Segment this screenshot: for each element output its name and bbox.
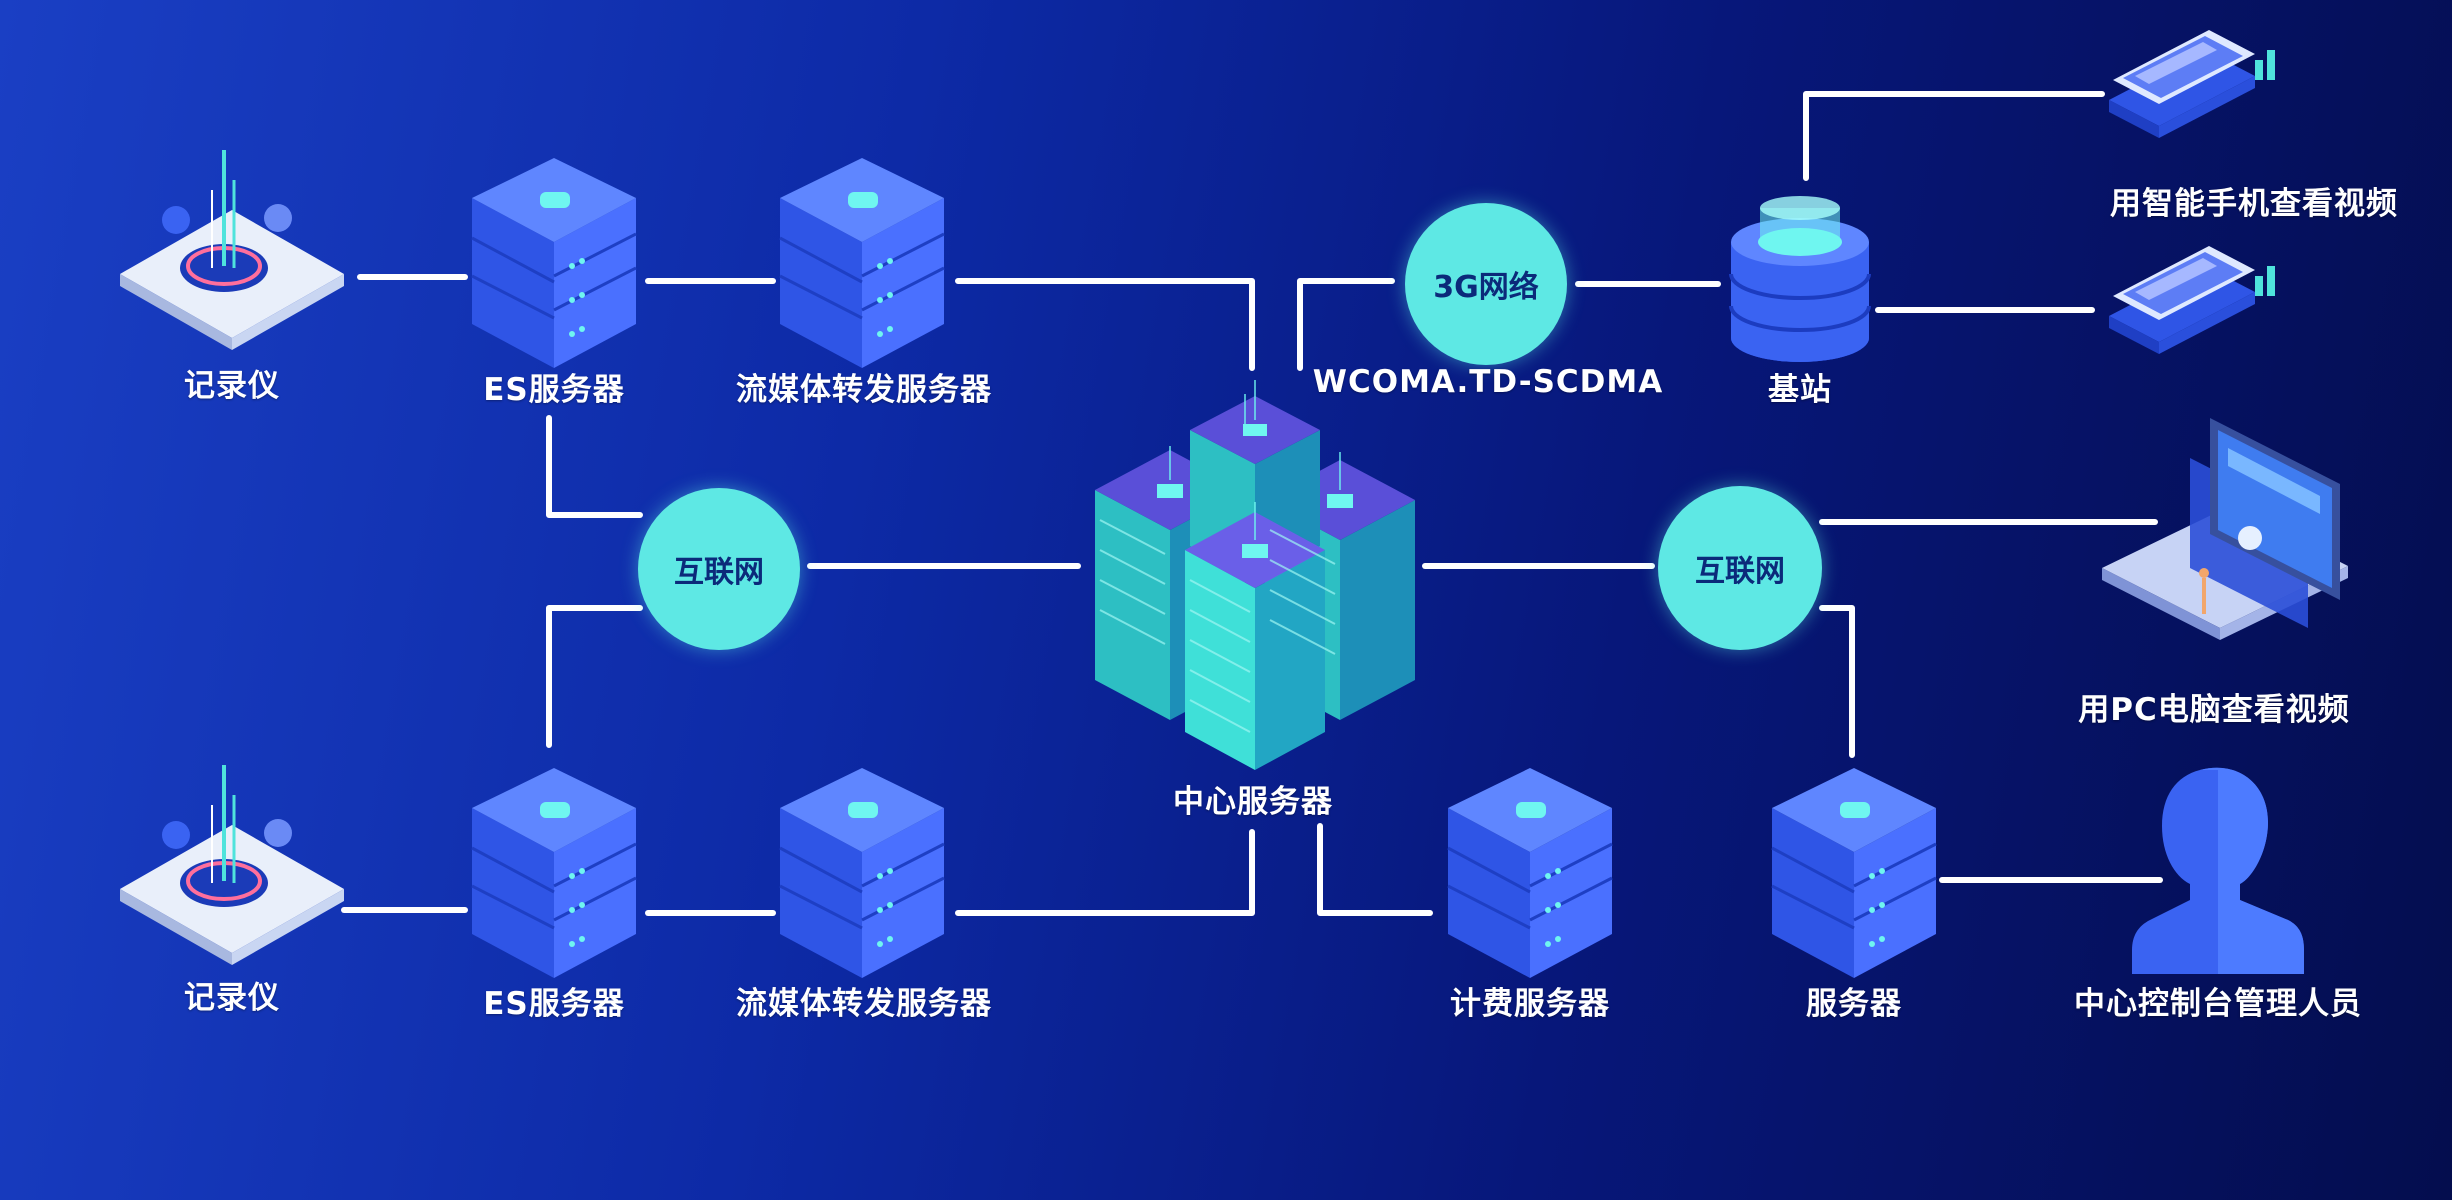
center-server bbox=[1085, 380, 1425, 780]
server-icon bbox=[471, 768, 637, 978]
recorder-bottom-label: 记录仪 bbox=[184, 980, 280, 1016]
es-server-bottom bbox=[471, 768, 637, 978]
wire-stream-center-top bbox=[955, 278, 1255, 371]
recorder-top-label: 记录仪 bbox=[184, 368, 280, 404]
server-cluster-icon bbox=[1095, 380, 1415, 770]
network-3g-bubble: 3G网络 bbox=[1405, 203, 1567, 365]
server-right bbox=[1771, 768, 1937, 978]
wire-center-3g bbox=[1297, 278, 1395, 371]
smartphone-bottom bbox=[2105, 236, 2285, 376]
server-icon bbox=[1771, 768, 1937, 978]
stream-server-top-label: 流媒体转发服务器 bbox=[736, 372, 992, 408]
server-icon bbox=[471, 158, 637, 368]
smartphone-top-label: 用智能手机查看视频 bbox=[2110, 186, 2398, 222]
internet-right-label: 互联网 bbox=[1695, 554, 1785, 589]
stream-server-bottom bbox=[779, 768, 945, 978]
billing-server bbox=[1447, 768, 1613, 978]
base-station bbox=[1725, 188, 1875, 368]
server-icon bbox=[1447, 768, 1613, 978]
admin-person bbox=[2128, 760, 2308, 980]
base-station-label: 基站 bbox=[1768, 372, 1832, 408]
internet-bubble-left: 互联网 bbox=[638, 488, 800, 650]
billing-server-label: 计费服务器 bbox=[1450, 986, 1610, 1022]
stream-server-top bbox=[779, 158, 945, 368]
smartphone-icon bbox=[2109, 246, 2275, 354]
internet-bubble-right: 互联网 bbox=[1658, 486, 1822, 650]
es-server-top bbox=[471, 158, 637, 368]
laptop-label: 用PC电脑查看视频 bbox=[2078, 692, 2350, 728]
es-server-bottom-label: ES服务器 bbox=[483, 986, 625, 1022]
server-icon bbox=[779, 158, 945, 368]
network-3g-label: 3G网络 bbox=[1433, 270, 1539, 305]
center-server-label: 中心服务器 bbox=[1173, 784, 1333, 820]
es-server-top-label: ES服务器 bbox=[483, 372, 625, 408]
smartphone-icon bbox=[2109, 30, 2275, 138]
recorder-bottom bbox=[112, 765, 352, 985]
admin-label: 中心控制台管理人员 bbox=[2074, 986, 2362, 1022]
database-icon bbox=[1729, 196, 1871, 362]
wire-stream-center-bottom bbox=[955, 829, 1255, 916]
wire-es-internet-left bbox=[546, 415, 643, 518]
laptop-icon bbox=[2102, 418, 2348, 640]
smartphone-top bbox=[2105, 20, 2285, 160]
wire-internet-es-bottom bbox=[546, 605, 643, 748]
wire-center-billing bbox=[1317, 823, 1433, 916]
network-3g-sublabel: WCOMA.TD-SCDMA bbox=[1312, 364, 1664, 400]
server-right-label: 服务器 bbox=[1806, 986, 1902, 1022]
person-icon bbox=[2132, 767, 2304, 974]
recorder-icon bbox=[120, 150, 344, 350]
laptop bbox=[2100, 418, 2350, 658]
wire-basestation-phone-top bbox=[1803, 91, 2105, 181]
server-icon bbox=[779, 768, 945, 978]
recorder-top bbox=[112, 150, 352, 370]
wire-internet-server-right bbox=[1819, 605, 1855, 758]
stream-server-bottom-label: 流媒体转发服务器 bbox=[736, 986, 992, 1022]
recorder-icon bbox=[120, 765, 344, 965]
internet-left-label: 互联网 bbox=[674, 555, 764, 590]
